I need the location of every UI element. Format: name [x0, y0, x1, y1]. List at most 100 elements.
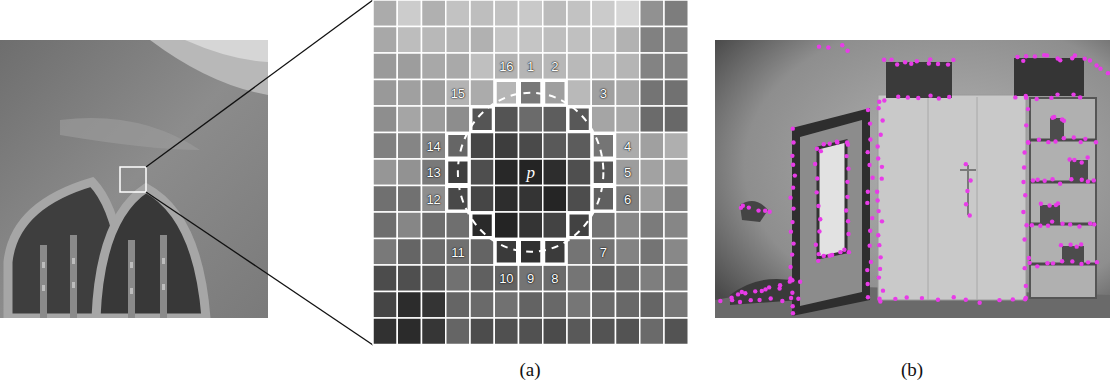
pixel-cell [543, 212, 567, 239]
pixel-cell [591, 53, 615, 80]
feature-point [905, 295, 909, 299]
arch-shape [96, 188, 206, 318]
feature-point [937, 96, 941, 100]
feature-point [1045, 261, 1049, 265]
pixel-cell [664, 53, 688, 80]
pixel-cell [591, 80, 615, 107]
wardrobe-seam [928, 97, 929, 300]
feature-point [789, 229, 793, 233]
callout-number: 3 [600, 86, 607, 99]
pixel-cell [373, 239, 397, 266]
pixel-cell [373, 186, 397, 213]
pixel-cell [567, 292, 591, 319]
feature-point [830, 253, 834, 257]
feature-point [815, 190, 819, 194]
pixel-cell [567, 80, 591, 107]
pixel-cell [422, 292, 446, 319]
feature-point [875, 144, 879, 148]
zoom-line [146, 192, 373, 345]
feature-point [1083, 137, 1087, 141]
feature-point [947, 95, 951, 99]
feature-point [813, 162, 817, 166]
feature-point [730, 298, 734, 302]
pixel-cell [664, 0, 688, 27]
pixel-cell [591, 186, 615, 213]
pixel-cell [567, 318, 591, 345]
feature-point [880, 176, 884, 180]
feature-point [867, 243, 871, 247]
feature-point [1094, 63, 1098, 67]
wall-object [740, 201, 768, 222]
feature-point [1027, 256, 1031, 260]
pixel-cell [397, 80, 421, 107]
feature-point [882, 58, 886, 62]
circle-pixel [544, 240, 566, 265]
pixel-cell [664, 159, 688, 186]
pixel-cell [543, 186, 567, 213]
pixel-cell [397, 186, 421, 213]
feature-point [846, 232, 850, 236]
pixel-cell [470, 27, 494, 54]
callout-number: 13 [426, 166, 440, 179]
light-band [185, 40, 268, 62]
pixel-cell [640, 265, 664, 292]
feature-point [780, 299, 784, 303]
feature-point [767, 285, 771, 289]
pixel-cell [567, 106, 591, 133]
feature-point [845, 49, 849, 53]
pixel-label: p [526, 164, 535, 181]
feature-point [1055, 92, 1059, 96]
pixel-cell [470, 186, 494, 213]
callout-number: 9 [527, 272, 534, 285]
feature-point [1072, 158, 1076, 162]
feature-point [1059, 243, 1063, 247]
pixel-cell [422, 133, 446, 160]
pixel-cell [664, 133, 688, 160]
pixel-cell [616, 0, 640, 27]
pixel-cell [494, 80, 518, 107]
feature-point [846, 142, 850, 146]
feature-point [1047, 203, 1051, 207]
feature-point [869, 260, 873, 264]
feature-point [769, 296, 773, 300]
pixel-cell [470, 239, 494, 266]
feature-point [868, 121, 872, 125]
pixel-cell [422, 106, 446, 133]
feature-point [1092, 178, 1096, 182]
photo-ground [715, 40, 1110, 318]
feature-point [865, 201, 869, 205]
feature-point [1072, 135, 1076, 139]
feature-point [791, 126, 795, 130]
window-highlights [42, 258, 165, 294]
pixel-cell [640, 133, 664, 160]
feature-point [928, 57, 932, 61]
feature-point [757, 298, 761, 302]
feature-point [876, 233, 880, 237]
feature-point [791, 311, 795, 315]
feature-point [1086, 179, 1090, 183]
pixel-cell [422, 53, 446, 80]
pixel-cell [470, 265, 494, 292]
pixel-cell [397, 318, 421, 345]
pixel-cell [373, 212, 397, 239]
pixel-cell [446, 265, 470, 292]
feature-point [877, 99, 881, 103]
feature-point [1024, 284, 1028, 288]
pixel-cell [519, 53, 543, 80]
feature-point [870, 216, 874, 220]
feature-point [1049, 96, 1053, 100]
pixel-cell [543, 106, 567, 133]
pixel-cell [397, 159, 421, 186]
coat-hook [960, 165, 976, 215]
door-frame [792, 108, 870, 316]
pixel-cell [397, 212, 421, 239]
feature-point [838, 250, 842, 254]
pixel-cell [616, 318, 640, 345]
feature-point [965, 189, 969, 193]
arch-photo [0, 40, 268, 318]
pixel-cell [616, 80, 640, 107]
pixel-cell [446, 212, 470, 239]
feature-point [1060, 259, 1064, 263]
pixel-cell [616, 159, 640, 186]
